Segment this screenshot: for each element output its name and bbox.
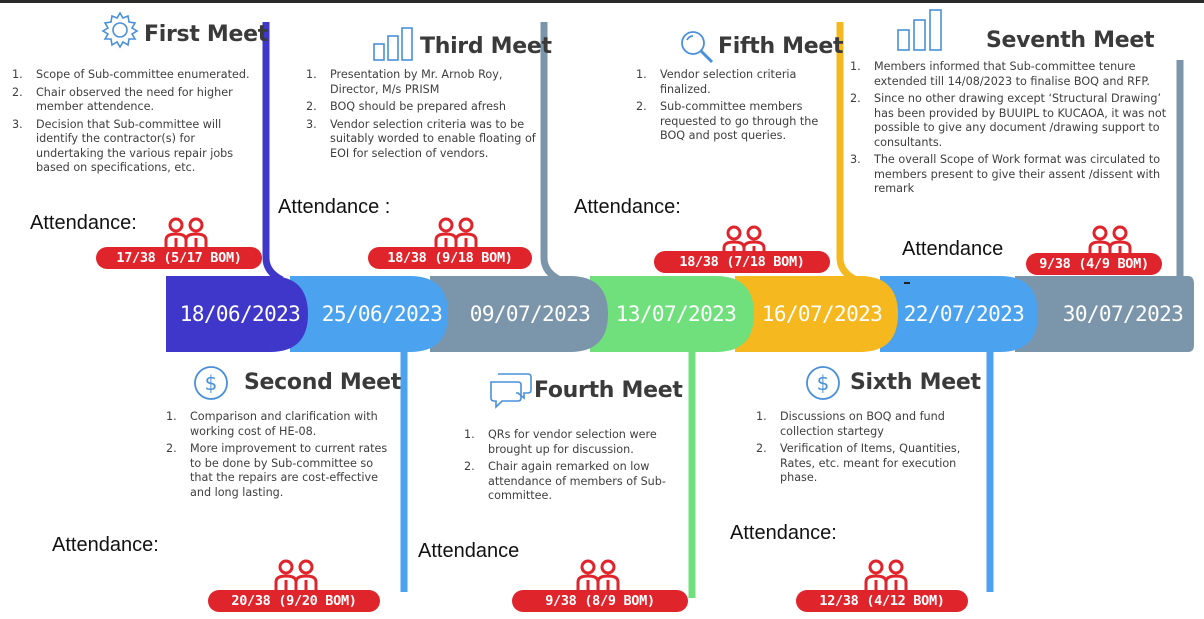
list-item: 2.Sub-committee members requested to go … — [636, 100, 819, 142]
first-meet-title: First Meet — [144, 22, 268, 47]
fifth-attendance-label: Attendance: — [574, 196, 681, 218]
date-label: 18/06/2023 — [179, 302, 301, 326]
second-attendance-label: Attendance: — [52, 534, 159, 556]
third-attendance-label: Attendance : — [278, 196, 391, 218]
connector-first — [262, 22, 284, 284]
search-icon — [681, 31, 714, 64]
dash-mark — [904, 282, 910, 284]
seventh-meet-title: Seventh Meet — [986, 28, 1155, 53]
list-item: 1.Members informed that Sub-committee te… — [850, 60, 1150, 88]
list-item: 2.More improvement to current rates to b… — [166, 442, 388, 499]
fourth-meet-title: Fourth Meet — [534, 378, 683, 403]
seventh-meet-items: 1.Members informed that Sub-committee te… — [850, 60, 1176, 200]
fourth-attendance-label: Attendance — [418, 540, 520, 562]
third-meet-items: 1.Presentation by Mr. Arnob Roy, Directo… — [306, 68, 538, 164]
list-item: 1.QRs for vendor selection were brought … — [464, 428, 657, 456]
list-item: 1.Scope of Sub-committee enumerated. — [12, 68, 250, 81]
list-item: 3.Vendor selection criteria was to be su… — [306, 117, 536, 160]
sixth-meet-items: 1.Discussions on BOQ and fund collection… — [756, 410, 966, 489]
second-meet-items: 1.Comparison and clarification with work… — [166, 410, 394, 503]
list-item: 2.Since no other drawing except ‘Structu… — [850, 92, 1167, 149]
date-label: 22/07/2023 — [903, 302, 1025, 326]
date-label: 16/07/2023 — [761, 302, 883, 326]
fifth-meet-items: 1.Vendor selection criteria finalized. 2… — [636, 68, 832, 147]
second-attendance-badge: 20/38 (9/20 BOM) — [208, 590, 380, 612]
people-icon — [274, 559, 318, 592]
dollar-icon: $ — [806, 366, 840, 400]
date-label: 13/07/2023 — [615, 302, 737, 326]
list-item: 3.The overall Scope of Work format was c… — [850, 153, 1161, 195]
gear-icon — [101, 11, 139, 49]
third-attendance-badge: 18/38 (9/18 BOM) — [368, 247, 532, 269]
people-icon — [864, 559, 908, 592]
date-label: 30/07/2023 — [1062, 302, 1184, 326]
band-seg-4 — [590, 276, 754, 352]
date-label: 09/07/2023 — [469, 302, 591, 326]
bar-chart-icon — [373, 27, 413, 61]
fourth-attendance-badge: 9/38 (8/9 BOM) — [512, 590, 688, 612]
first-meet-items: 1.Scope of Sub-committee enumerated. 2.C… — [12, 68, 260, 179]
bar-chart-icon — [897, 9, 942, 51]
band-seg-3 — [430, 276, 608, 352]
chat-icon — [490, 373, 532, 409]
list-item: 1.Comparison and clarification with work… — [166, 410, 378, 438]
sixth-meet-title: Sixth Meet — [850, 370, 981, 395]
list-item: 1.Presentation by Mr. Arnob Roy, Directo… — [306, 68, 503, 96]
third-meet-title: Third Meet — [420, 34, 552, 59]
connector-third — [540, 22, 562, 284]
list-item: 1.Discussions on BOQ and fund collection… — [756, 410, 945, 438]
band-seg-7 — [1015, 276, 1194, 352]
dollar-icon: $ — [194, 366, 228, 400]
list-item: 2.BOQ should be prepared afresh — [306, 100, 506, 113]
date-label: 25/06/2023 — [321, 302, 443, 326]
list-item: 2.Chair observed the need for higher mem… — [12, 85, 233, 114]
first-attendance-label: Attendance: — [30, 212, 137, 234]
people-icon — [1088, 225, 1132, 258]
fifth-attendance-badge: 18/38 (7/18 BOM) — [654, 251, 830, 273]
fourth-meet-items: 1.QRs for vendor selection were brought … — [464, 428, 682, 507]
svg-text:$: $ — [205, 371, 218, 395]
list-item: 1.Vendor selection criteria finalized. — [636, 68, 797, 96]
fifth-meet-title: Fifth Meet — [718, 34, 844, 59]
sixth-attendance-badge: 12/38 (4/12 BOM) — [796, 590, 968, 612]
list-item: 2.Verification of Items, Quantities, Rat… — [756, 442, 961, 484]
band-seg-2 — [290, 276, 448, 352]
seventh-attendance-label: Attendance — [902, 238, 1004, 260]
seventh-attendance-badge: 9/38 (4/9 BOM) — [1026, 253, 1162, 275]
sixth-attendance-label: Attendance: — [730, 522, 837, 544]
list-item: 2.Chair again remarked on low attendance… — [464, 460, 666, 502]
band-seg-1 — [166, 276, 308, 352]
second-meet-title: Second Meet — [244, 370, 401, 395]
first-attendance-badge: 17/38 (5/17 BOM) — [96, 247, 262, 269]
list-item: 3.Decision that Sub-committee will ident… — [12, 117, 234, 175]
band-seg-5 — [735, 276, 898, 352]
people-icon — [576, 559, 620, 592]
svg-text:$: $ — [817, 371, 830, 395]
header-strip-cropped — [0, 0, 1204, 6]
band-seg-6 — [880, 276, 1038, 352]
